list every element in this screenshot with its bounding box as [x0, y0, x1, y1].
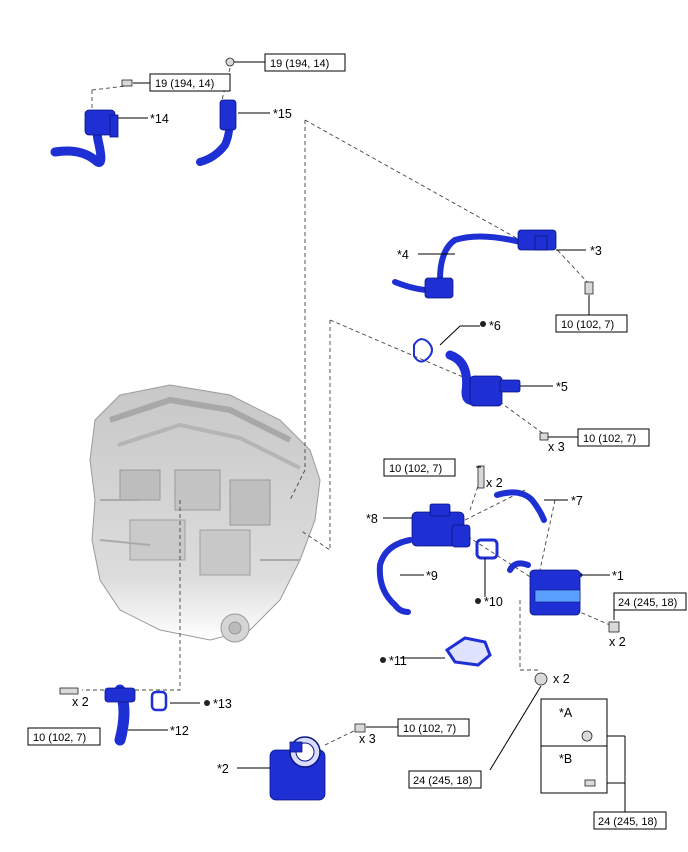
quantity-label: x 3 [359, 732, 376, 746]
torque-value: 10 (102, 7) [33, 732, 86, 744]
part-5-egr-pipe [445, 350, 521, 407]
callout-15: *15 [273, 107, 292, 121]
callout-4: *4 [397, 248, 409, 262]
quantity-label: x 2 [72, 695, 89, 709]
torque-value: 10 (102, 7) [403, 723, 456, 735]
torque-value: 10 (102, 7) [583, 433, 636, 445]
callout-labels: *14 *15 *4 *3 *6 *5 *7 *8 *9 *1 *10 *11 … [150, 107, 624, 776]
part-7-hose [494, 489, 547, 523]
quantity-label: x 3 [548, 440, 565, 454]
callout-2: *2 [217, 762, 229, 776]
torque-value: 24 (245, 18) [413, 775, 472, 787]
part-6-gasket [413, 338, 433, 363]
callout-b: *B [559, 752, 572, 766]
bolt-icon [354, 723, 366, 733]
bolt-icon [121, 79, 133, 87]
part-12-water-inlet [104, 684, 136, 746]
part-9-hose [376, 537, 413, 615]
torque-value: 10 (102, 7) [389, 463, 442, 475]
callout-8: *8 [366, 512, 378, 526]
bolt-icon [584, 281, 594, 295]
callout-11: *11 [389, 654, 407, 668]
callout-12: *12 [170, 724, 189, 738]
part-8-egr-valve [411, 503, 471, 548]
callout-10: *10 [484, 595, 503, 609]
part-3-bracket [517, 229, 557, 251]
torque-box: 24 (245, 18) [613, 592, 687, 611]
detail-inset [540, 698, 608, 794]
torque-box: 24 (245, 18) [408, 770, 482, 789]
bolt-icon [608, 621, 620, 633]
torque-box: 19 (194, 14) [264, 53, 346, 72]
non-reusable-dot-icon [204, 700, 210, 706]
callout-9: *9 [426, 569, 438, 583]
torque-box: 10 (102, 7) [27, 727, 101, 746]
bolt-icon [225, 57, 235, 67]
nut-icon [534, 672, 548, 686]
quantity-label: x 2 [553, 672, 570, 686]
callout-13: *13 [213, 697, 232, 711]
part-1-egr-cooler [507, 560, 583, 616]
part-14-pipe [50, 109, 119, 167]
part-11-gasket [444, 636, 492, 667]
torque-spec-boxes: 19 (194, 14) 19 (194, 14) 10 (102, 7) 10… [27, 53, 687, 830]
callout-7: *7 [571, 494, 583, 508]
callout-3: *3 [590, 244, 602, 258]
bolt-icon [59, 687, 79, 695]
callout-1: *1 [612, 569, 624, 583]
quantity-label: x 2 [486, 476, 503, 490]
non-reusable-dot-icon [480, 321, 486, 327]
quantity-label: x 2 [609, 635, 626, 649]
part-2-throttle-body [269, 736, 326, 801]
part-13-gasket [150, 690, 168, 712]
torque-value: 24 (245, 18) [598, 816, 657, 828]
torque-box: 19 (194, 14) [149, 73, 231, 92]
part-4-egr-pipe [392, 233, 523, 299]
callout-a: *A [559, 706, 573, 720]
non-reusable-dot-icon [475, 598, 481, 604]
torque-box: 10 (102, 7) [383, 458, 456, 477]
engine-block-illustration [89, 384, 321, 643]
non-reusable-dot-icon [380, 657, 386, 663]
torque-box: 10 (102, 7) [555, 314, 628, 333]
spec-dots [204, 321, 486, 706]
callout-14: *14 [150, 112, 169, 126]
quantity-labels: x 3 x 2 x 2 x 2 x 3 x 2 [72, 440, 626, 746]
torque-value: 19 (194, 14) [270, 58, 329, 70]
callout-6: *6 [489, 319, 501, 333]
torque-box: 10 (102, 7) [397, 718, 470, 737]
part-10-gasket [475, 538, 499, 560]
torque-box: 10 (102, 7) [577, 428, 650, 447]
part-15-pipe [196, 99, 237, 166]
leader-lines [118, 61, 626, 812]
torque-value: 24 (245, 18) [618, 597, 677, 609]
torque-value: 10 (102, 7) [561, 319, 614, 331]
torque-value: 19 (194, 14) [155, 78, 214, 90]
bolt-icon [539, 432, 549, 441]
callout-5: *5 [556, 380, 568, 394]
bolt-icon [477, 465, 485, 489]
torque-box: 24 (245, 18) [593, 811, 667, 830]
